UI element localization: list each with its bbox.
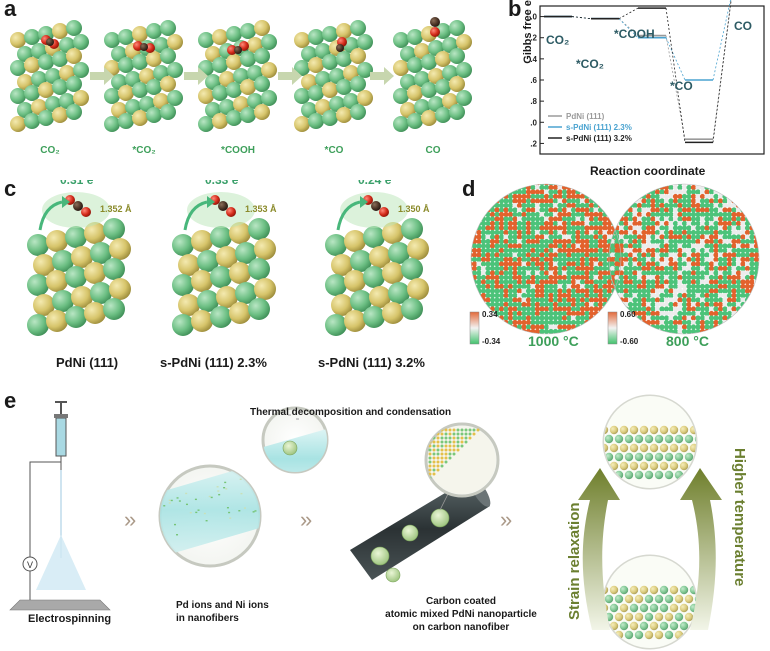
- ions-line2: in nanofibers: [176, 613, 239, 624]
- colorbar-1: [469, 311, 480, 345]
- nanofiber-zoom-circle: [158, 464, 262, 568]
- legend-spdni-32: s-PdNi (111) 3.2%: [566, 134, 632, 143]
- panel-c-charge-transfer: 0.31 e 1.352 Å 0.33 e 1.353 Å 0.24 e 1.350 Å: [27, 180, 430, 336]
- c-slab-2: [172, 218, 276, 336]
- charge-label: 0.33 e: [205, 180, 239, 187]
- label-star-cooh: *COOH: [614, 27, 655, 41]
- label-star-co: *CO: [670, 79, 693, 93]
- arrow-up-right-icon: [680, 468, 722, 630]
- slab-5: [393, 17, 472, 132]
- colorbar-2: [607, 311, 618, 345]
- connector: [712, 0, 731, 81]
- electrospinning-label: Electrospinning: [28, 613, 112, 625]
- slab-3: [198, 20, 277, 132]
- bond-length-label: 1.352 Å: [100, 204, 132, 214]
- temp-1000: 1000 °C: [528, 333, 579, 349]
- scale-min-1: -0.34: [482, 337, 501, 346]
- connector: [618, 7, 639, 20]
- legend: PdNi (111) s-PdNi (111) 2.3% s-PdNi (111…: [548, 112, 632, 143]
- label-co: CO: [734, 19, 752, 33]
- y-tick-label: -0.8: [530, 97, 538, 106]
- connector: [712, 0, 732, 143]
- strain-relaxation-schematic: [578, 394, 722, 650]
- series-3: [544, 0, 732, 144]
- y-tick-label: -1.2: [530, 139, 538, 148]
- slab-1: [10, 20, 89, 132]
- carbon-line1: Carbon coated: [425, 596, 496, 607]
- c-slab-1: [27, 218, 131, 336]
- scale-max-1: 0.34: [482, 310, 498, 319]
- panel-letter-b: b: [508, 0, 522, 21]
- charge-label: 0.24 e: [358, 180, 392, 187]
- slab-2: [104, 20, 183, 132]
- arrow-2: [184, 67, 208, 85]
- y-axis-label: Gibbs free energy (eV): [522, 0, 534, 64]
- panel-letter-d: d: [462, 176, 476, 201]
- step-label-4: *CO: [325, 145, 344, 156]
- y-tick-label: -0.4: [530, 55, 538, 64]
- charge-arrow-icon: [183, 200, 208, 231]
- c-title-2: s-PdNi (111) 2.3%: [160, 355, 267, 370]
- panel-letter-a: a: [4, 0, 17, 21]
- c-slab-3: [325, 218, 429, 336]
- chevron-1-icon: »: [124, 507, 136, 532]
- voltage-label: V: [27, 560, 33, 570]
- voltmeter-icon: [22, 556, 38, 572]
- y-tick-label: -0.2: [530, 34, 538, 43]
- carbon-line3: on carbon nanofiber: [412, 622, 510, 633]
- carbon-line2: atomic mixed PdNi nanoparticle: [385, 609, 537, 620]
- step-label-1: CO₂: [40, 145, 59, 156]
- step-label-2: *CO₂: [132, 145, 155, 156]
- c-title-3: s-PdNi (111) 3.2%: [318, 355, 425, 370]
- arrow-4: [370, 67, 394, 85]
- panel-b-energy-chart: 0.0 -0.2 -0.4 -0.6 -0.8 -1.0 -1.2 CO₂ *CO₂ *CO…: [530, 0, 765, 155]
- c-title-1: PdNi (111): [56, 355, 119, 370]
- connector: [618, 18, 639, 38]
- x-axis-label: Reaction coordinate: [590, 164, 706, 178]
- connector: [665, 37, 686, 81]
- arrow-up-left-icon: [578, 468, 620, 630]
- charge-arrow-icon: [336, 200, 361, 231]
- chevron-2-icon: »: [300, 507, 312, 532]
- scale-max-2: 0.60: [620, 310, 636, 319]
- bond-length-label: 1.350 Å: [398, 204, 430, 214]
- slab-4: [294, 20, 373, 132]
- legend-pdni: PdNi (111): [566, 112, 605, 121]
- higher-temperature-label: Higher temperature: [731, 448, 748, 587]
- y-tick-label: -0.6: [530, 76, 538, 85]
- electrospinning-setup: V: [9, 401, 111, 611]
- charge-label: 0.31 e: [60, 180, 94, 187]
- legend-spdni-23: s-PdNi (111) 2.3%: [566, 123, 632, 132]
- arrow-1: [90, 67, 114, 85]
- strain-relaxation-label: Strain relaxation: [566, 502, 583, 620]
- panel-letter-e: e: [4, 388, 17, 413]
- panel-letter-c: c: [4, 176, 17, 201]
- connector: [665, 35, 686, 140]
- connector: [665, 8, 686, 143]
- y-tick-label: -1.0: [530, 118, 538, 127]
- panel-a-reaction-steps: CO₂ *CO₂ *COOH *CO CO: [10, 17, 472, 156]
- panel-e-synthesis: V » » »: [9, 394, 722, 650]
- scale-min-2: -0.60: [620, 337, 639, 346]
- thermal-zoom-circle: [261, 406, 329, 474]
- carbon-nanofiber: [350, 422, 500, 583]
- arrow-3: [278, 67, 302, 85]
- chevron-3-icon: »: [500, 507, 512, 532]
- ions-line1: Pd ions and Ni ions: [176, 600, 269, 611]
- bond-length-label: 1.353 Å: [245, 204, 277, 214]
- step-arrows: [90, 67, 394, 85]
- step-label-5: CO: [426, 145, 441, 156]
- temp-800: 800 °C: [666, 333, 709, 349]
- connector: [571, 16, 592, 20]
- charge-arrow-icon: [38, 200, 63, 231]
- label-co2: CO₂: [546, 33, 569, 47]
- panel-d-nanoparticles: 0.34 -0.34 0.60 -0.60 1000 °C 800 °C: [469, 183, 760, 349]
- thermal-label: Thermal decomposition and condensation: [250, 407, 452, 418]
- label-star-co2: *CO₂: [576, 57, 604, 71]
- step-label-3: *COOH: [221, 145, 255, 156]
- y-tick-label: 0.0: [530, 13, 538, 22]
